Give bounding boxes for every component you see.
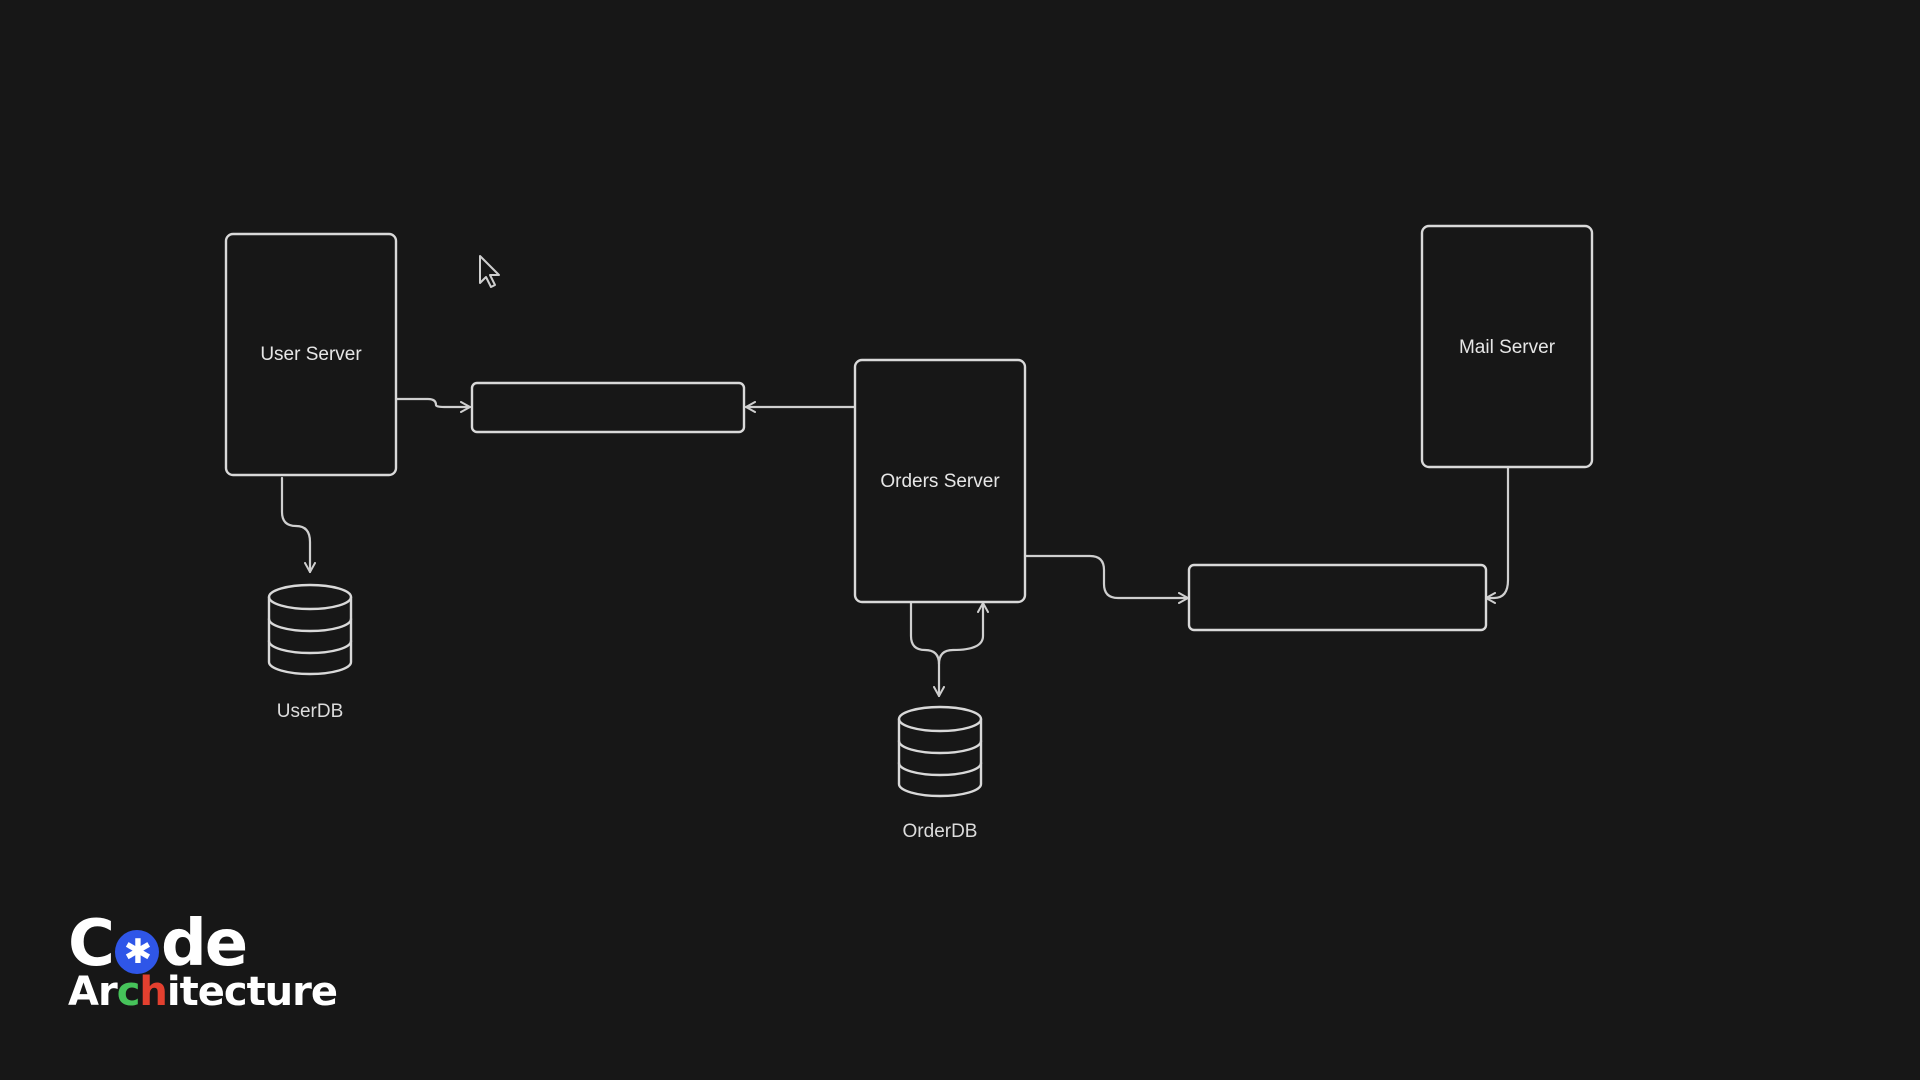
order-db: OrderDB [897,705,983,842]
logo-wordmark-architecture: Architecture [68,969,338,1015]
edge-user-server-to-user-db [280,476,316,574]
user-server: User Server [224,232,398,477]
user-db-label: UserDB [277,701,344,722]
database-icon [897,705,983,798]
logo-letter: C [68,907,115,981]
edge-mail-server-to-queue-2 [1484,466,1510,604]
connectors [280,397,1510,698]
asterisk-icon: ✱ [114,930,159,974]
mail-server: Mail Server [1420,224,1594,469]
edge-orders-server-to-order-db [909,601,945,698]
user-server-label: User Server [260,344,362,365]
logo-letters: de [160,907,248,981]
logo-wordmark-code: C✱de [68,912,248,976]
server-box [1420,224,1594,469]
logo-letter-accent: c [116,969,141,1015]
logo-letters: Ar [68,969,118,1015]
order-db-label: OrderDB [903,821,978,842]
server-box [853,358,1027,604]
database-icon [267,583,353,676]
message-queue-2 [1187,563,1488,632]
logo-letter-accent: h [139,969,168,1015]
edge-orders-server-to-queue-2 [1023,554,1190,604]
edge-order-db-to-orders-server [937,601,989,666]
server-box [224,232,398,477]
logo-letters: itecture [166,969,338,1015]
user-db: UserDB [267,583,353,722]
orders-server: Orders Server [853,358,1027,604]
message-queue-1 [470,381,746,434]
edge-user-server-to-queue-1 [394,397,472,413]
mail-server-label: Mail Server [1459,337,1556,358]
code-architecture-logo: C✱de Architecture [68,912,388,1022]
mouse-pointer-icon [479,255,500,288]
orders-server-label: Orders Server [880,471,1000,492]
